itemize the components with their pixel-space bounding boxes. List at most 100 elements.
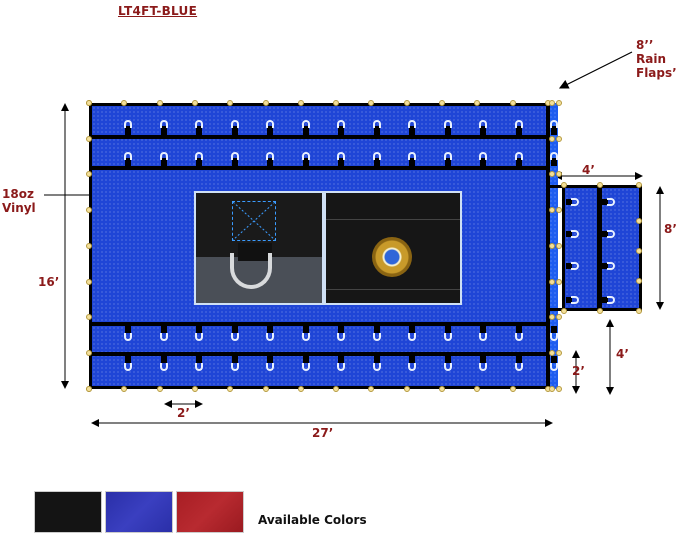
d-ring-icon: [266, 152, 274, 160]
strap-tab: [551, 326, 557, 333]
grommet-dot: [509, 386, 516, 392]
right-edge-strap: [546, 103, 550, 389]
strap-tab: [267, 126, 273, 135]
grommet-dot: [297, 100, 304, 106]
grommet-dot: [556, 207, 562, 214]
strap-tab: [196, 356, 202, 363]
grommet-dot: [556, 242, 562, 249]
grommet-dot: [549, 207, 555, 214]
grommet-icon: [372, 237, 412, 277]
strap-row: [89, 322, 549, 326]
strap-tab: [267, 356, 273, 363]
strap-tab: [338, 126, 344, 135]
grommet-dot: [191, 386, 198, 392]
grommet-dot: [556, 100, 562, 106]
grommet-dot: [368, 386, 375, 392]
strap-tab: [231, 158, 238, 166]
grommet-dot: [156, 100, 163, 106]
d-ring-icon: [195, 120, 203, 128]
flap-bottom-connector: [548, 308, 566, 311]
strap-tab: [409, 126, 415, 135]
grommet-dot: [297, 386, 304, 392]
grommet-dot: [156, 386, 163, 392]
grommet-dot: [227, 100, 234, 106]
seam-line: [326, 289, 460, 290]
grommet-dot: [86, 385, 92, 392]
d-ring-icon: [571, 262, 579, 270]
d-ring-icon: [571, 230, 579, 238]
d-ring-icon: [124, 152, 132, 160]
grommet-dot: [509, 100, 516, 106]
product-title: LT4FT-BLUE: [118, 4, 198, 18]
grommet-dot: [403, 386, 410, 392]
strap-row: [89, 352, 549, 356]
d-ring-icon: [408, 120, 416, 128]
d-ring-icon: [230, 152, 239, 160]
strap-tab: [480, 356, 486, 363]
d-ring-icon: [124, 333, 132, 341]
strap-tab: [566, 199, 572, 205]
d-ring-icon: [337, 152, 345, 160]
grommet-dot: [556, 314, 562, 321]
grommet-dot: [556, 349, 562, 356]
flap-offset-label: 4’: [616, 347, 629, 361]
d-ring-icon: [607, 230, 615, 238]
grommet-dot: [636, 308, 642, 314]
d-ring-icon: [337, 363, 345, 371]
d-ring-icon: [607, 262, 615, 270]
d-ring-icon: [514, 152, 523, 160]
d-ring-icon: [479, 363, 487, 371]
grommet-dot: [561, 182, 567, 188]
rain-flap-panel: [562, 185, 642, 311]
grommet-dot: [597, 182, 603, 188]
flap-height-label: 8’: [664, 222, 677, 236]
grommet-dot: [86, 100, 92, 106]
strap-tab: [409, 158, 415, 166]
strap-tab: [444, 326, 451, 333]
strap-tab: [602, 263, 608, 269]
tarp-main-panel: [89, 103, 552, 389]
d-ring-icon: [230, 363, 239, 371]
strap-tab: [480, 158, 486, 166]
strap-tab: [480, 326, 486, 333]
strap-tab: [515, 326, 522, 333]
grommet-dot: [191, 100, 198, 106]
material-label-2: Vinyl: [2, 201, 36, 215]
grommet-dot: [556, 135, 562, 142]
grommet-dot: [86, 349, 92, 356]
strap-tab: [602, 297, 608, 303]
strap-tab: [125, 158, 131, 166]
strap-tab: [373, 356, 380, 363]
swatch-red[interactable]: [176, 491, 244, 533]
d-ring-icon: [230, 253, 272, 289]
rain-flaps-label-3: Flaps’: [636, 66, 677, 80]
grommet-dot: [549, 349, 555, 356]
strap-tab: [515, 356, 522, 363]
strap-tab: [566, 263, 572, 269]
d-ring-icon: [372, 152, 381, 160]
material-label-1: 18oz: [2, 187, 34, 201]
d-ring-icon: [443, 333, 452, 341]
grommet-dot: [333, 386, 340, 392]
swatch-black[interactable]: [34, 491, 102, 533]
strap-row: [89, 135, 549, 139]
grommet-dot: [474, 386, 481, 392]
grommet-dot: [549, 242, 555, 249]
grommet-dot: [549, 171, 555, 178]
strap-tab: [160, 158, 167, 166]
d-ring-icon: [479, 120, 487, 128]
height-label: 16’: [38, 275, 60, 289]
grommet-dot: [549, 100, 555, 106]
d-ring-icon: [195, 152, 203, 160]
strap-tab: [409, 326, 415, 333]
grommet-dot: [549, 135, 555, 142]
swatch-blue[interactable]: [105, 491, 173, 533]
d-ring-icon: [159, 152, 168, 160]
grommet-dot: [556, 385, 562, 392]
d-ring-icon: [301, 333, 310, 341]
grommet-dot: [227, 386, 234, 392]
strap-tab: [551, 356, 557, 363]
d-ring-icon: [301, 120, 310, 128]
grommet-dot: [86, 314, 92, 321]
grommet-dot: [121, 386, 128, 392]
